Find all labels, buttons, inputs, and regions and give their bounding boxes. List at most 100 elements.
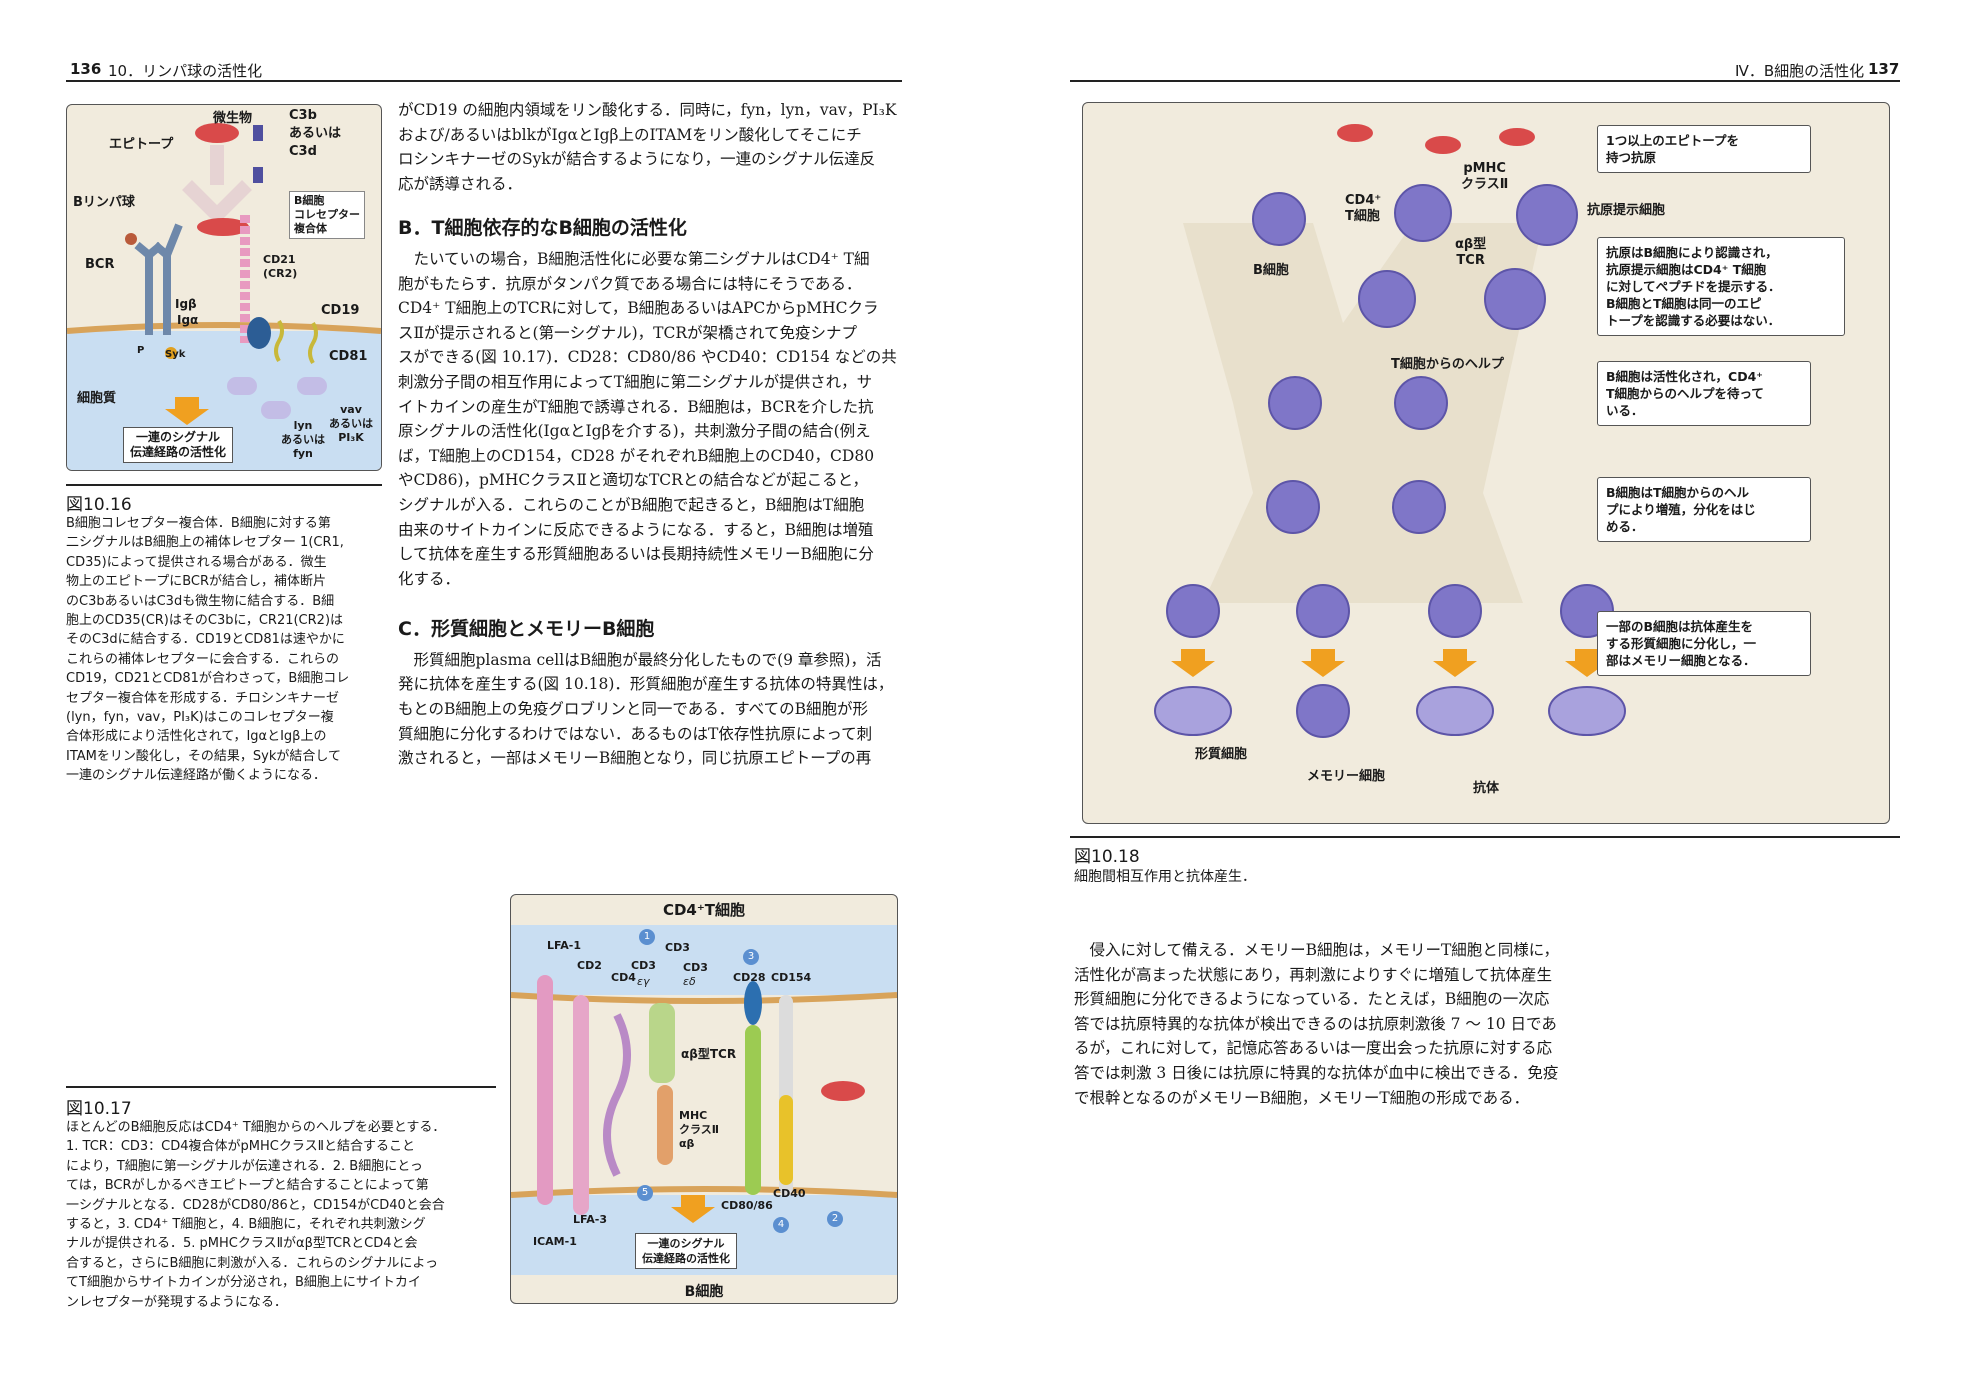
fig18-label: 図10.18 [1074, 847, 1140, 867]
fig17-cascade-line1: 一連のシグナル [647, 1237, 725, 1250]
fig17-caption-line: 一シグナルとなる．CD28がCD80/86と，CD154がCD40と会合 [66, 1197, 445, 1213]
fig16-caption-line: CD19，CD21とCD81が合わさって，B細胞コレ [66, 671, 350, 687]
microbe-icon [1337, 124, 1535, 154]
section-b-line: して抗体を産生する形質細胞あるいは長期持続性メモリーB細胞に分 [398, 545, 874, 564]
label-coreceptor-line1: B細胞 [294, 194, 325, 207]
fig17-caption-line: 合すると，さらにB細胞に刺激が入る．これらのシグナルによっ [66, 1255, 439, 1271]
label-c3b-line3: C3d [289, 144, 317, 159]
label-cd40: CD40 [773, 1187, 806, 1200]
step-2-badge: 2 [827, 1211, 843, 1227]
fig17-caption-line: ては，BCRがしかるべきエピトープと結合することによって第 [66, 1178, 429, 1194]
label-vav: vav あるいは PI₃K [329, 403, 373, 445]
tcell-cytoplasm [511, 925, 897, 995]
callout-recognition: 抗原はB細胞により認識され，抗原提示細胞はCD4⁺ T細胞に対してペプチドを提示… [1597, 237, 1845, 336]
label-p: P [137, 345, 145, 356]
callout-line: 抗原はB細胞により認識され， [1606, 245, 1778, 260]
fig16-cascade-box: 一連のシグナル 伝達経路の活性化 [123, 427, 234, 463]
label-cd2: CD2 [577, 959, 602, 972]
cd19-icon [247, 317, 271, 349]
cd4-icon [603, 1013, 631, 1177]
label-iga: Igα [177, 313, 199, 327]
figure-10-18: B細胞 CD4⁺ T細胞 pMHC クラスⅡ αβ型 TCR 抗原提示細胞 T細… [1082, 102, 1890, 824]
right-body-line: で根幹となるのがメモリーB細胞，メモリーT細胞の形成である． [1074, 1088, 1530, 1107]
fig16-cascade-line1: 一連のシグナル [136, 430, 221, 444]
intro-paragraph: がCD19 の細胞内領域をリン酸化する．同時に，fyn，lyn，vav，PI₃K… [398, 98, 900, 196]
fig17-bcell-label: B細胞 [684, 1284, 724, 1300]
label-mhc-line1: MHC [679, 1109, 708, 1122]
section-b-heading: B．T細胞依存的なB細胞の活性化 [398, 217, 687, 240]
fig17-caption-line: てT細胞からサイトカインが分泌され，B細胞上にサイトカイ [66, 1275, 421, 1291]
label-cd81: CD81 [329, 349, 368, 364]
callout-line: 部はメモリー細胞となる． [1606, 653, 1756, 668]
label-cd28: CD28 [733, 971, 766, 984]
label-c3b-line2: あるいは [289, 126, 342, 141]
intro-line: がCD19 の細胞内領域をリン酸化する．同時に，fyn，lyn，vav，PI₃K [398, 101, 897, 119]
fig18-plasma-cells [1154, 684, 1626, 738]
section-b-line: 化する． [398, 569, 461, 588]
fig18-funnel-bg [1183, 223, 1543, 603]
fig16-caption-line: そのC3dに結合する．CD19とCD81は速やかに [66, 632, 345, 648]
label-abtcr-line1: αβ型 [1455, 237, 1487, 252]
fig16-caption-line: ITAMをリン酸化し，その結果，Sykが結合して [66, 748, 341, 764]
section-b-line: スができる(図 10.17)．CD28：CD80/86 やCD40：CD154 … [398, 348, 897, 367]
fig16-caption-line: セプター複合体を形成する．チロシンキナーゼ [66, 690, 340, 706]
microbe-icon [197, 218, 249, 236]
label-cd19: CD19 [321, 303, 360, 318]
right-body-line: 答では刺激 3 日後には抗原に特異的な抗体が血中に検出できる．免疫 [1074, 1063, 1559, 1082]
vav-icon [297, 377, 327, 395]
label-coreceptor: B細胞 コレセプター 複合体 [289, 191, 365, 239]
label-cd3b: CD3 [665, 941, 690, 954]
section-b-line: 由来のサイトカインに反応できるようになる．すると，B細胞は増殖 [398, 520, 874, 539]
fig16-caption-line: 合体形成により活性化されて，IgαとIgβ上の [66, 729, 327, 745]
chapter-title-right: Ⅳ．B細胞の活性化 [1735, 62, 1865, 80]
callout-line: 持つ抗原 [1606, 150, 1657, 165]
fig16-label: 図10.16 [66, 495, 132, 515]
label-vav-line1: vav [340, 403, 362, 416]
step-4-badge: 4 [773, 1217, 789, 1233]
label-cd4-line2: T細胞 [1345, 209, 1380, 224]
label-cd4-tcell: CD4⁺ T細胞 [1345, 193, 1381, 225]
fig17-caption: ほとんどのB細胞反応はCD4⁺ T細胞からのヘルプを必要とする．1. TCR：C… [66, 1118, 496, 1312]
lyn-icon [227, 377, 257, 395]
label-pmhc-line1: pMHC [1463, 161, 1506, 176]
label-syk: Syk [165, 349, 186, 360]
label-cd154: CD154 [771, 971, 812, 984]
fig16-caption-line: B細胞コレセプター複合体．B細胞に対する第 [66, 516, 331, 531]
fig18-caption: 細胞間相互作用と抗体産生． [1074, 869, 1256, 885]
cd80-icon [745, 1025, 761, 1195]
label-cd8086: CD80/86 [721, 1199, 773, 1212]
fig17-title: CD4⁺T細胞 [662, 901, 746, 919]
cd81-icon [308, 321, 318, 365]
fig16-rule [66, 484, 382, 486]
microbe-icon [195, 123, 239, 143]
page-number-right: 137 [1868, 60, 1900, 78]
right-body-line: 活性化が高まった状態にあり，再刺激によりすぐに増殖して抗体産生 [1074, 965, 1553, 984]
fig18-diagram [1154, 124, 1626, 738]
fig16-funnel-arrow [182, 145, 252, 225]
fig18-arrows [1171, 649, 1609, 677]
section-b-line: 刺激分子間の相互作用によってT細胞に第二シグナルが提供され，サ [398, 372, 873, 391]
section-b-line: イトカインの産生がT細胞で誘導される．B細胞は，BCRを介した抗 [398, 397, 874, 416]
fig17-diagram [511, 925, 897, 1275]
section-c-line: 形質細胞plasma cellはB細胞が最終分化したもので(9 章参照)，活 [413, 650, 882, 669]
header-rule-right [1070, 80, 1900, 82]
tcr-icon [649, 1003, 675, 1083]
fig16-membrane [67, 322, 381, 334]
label-abtcr-fig18: αβ型 TCR [1455, 237, 1486, 269]
section-b-line: シグナルが入る．これらのことがB細胞で起きると，B細胞はT細胞 [398, 495, 865, 514]
label-coreceptor-line3: 複合体 [294, 222, 327, 235]
label-b-lymph: Bリンパ球 [73, 195, 135, 210]
right-body-text: 侵入に対して備える．メモリーB細胞は，メモリーT細胞と同様に，活性化が高まった状… [1074, 938, 1574, 1110]
intro-line: ロシンキナーゼのSykが結合するようになり，一連のシグナル伝達反 [398, 150, 876, 169]
fig17-cascade-line2: 伝達経路の活性化 [642, 1252, 730, 1265]
label-lyn-line3: fyn [293, 447, 313, 460]
fig16-cascade-line2: 伝達経路の活性化 [130, 445, 227, 459]
callout-line: いる． [1606, 403, 1644, 418]
section-b-line: スⅡが提示されると(第一シグナル)，TCRが架橋されて免疫シナプ [398, 323, 858, 342]
label-lyn: lyn あるいは fyn [281, 419, 325, 461]
label-bcr: BCR [85, 257, 115, 272]
fig18-rule [1070, 836, 1900, 838]
callout-differentiation: 一部のB細胞は抗体産生をする形質細胞に分化し，一部はメモリー細胞となる． [1597, 611, 1811, 676]
c3b-icon [253, 125, 263, 141]
intro-line: および/あるいはblkがIgαとIgβ上のITAMをリン酸化してそこにチ [398, 125, 862, 144]
